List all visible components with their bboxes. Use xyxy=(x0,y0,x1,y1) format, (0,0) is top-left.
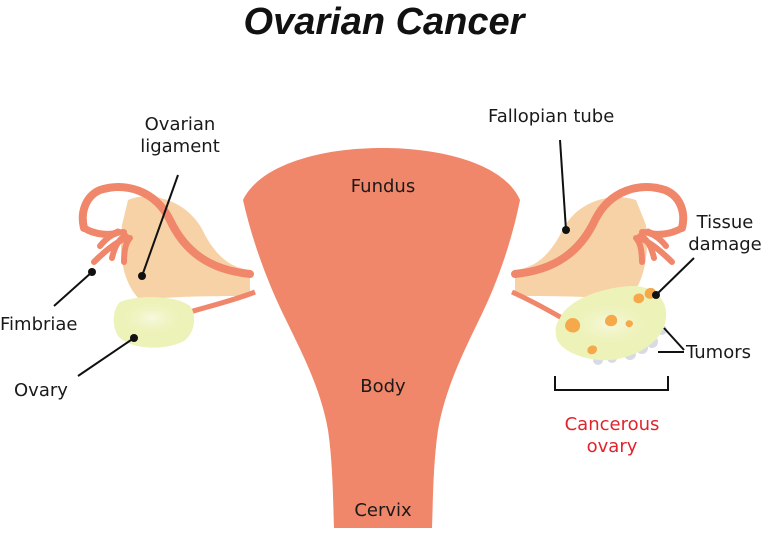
label-tissue-damage-line2: damage xyxy=(688,234,762,255)
label-ovarian-ligament-line2: ligament xyxy=(140,136,220,157)
right-ovarian-ligament-strand xyxy=(510,289,564,321)
label-tissue-damage: Tissue damage xyxy=(682,212,768,256)
leader-dots xyxy=(88,226,660,342)
leader-tumors-1 xyxy=(663,327,685,351)
right-fallopian-tube xyxy=(511,183,688,278)
right-broad-ligament xyxy=(515,197,648,300)
leader-lines xyxy=(53,139,695,391)
label-cancerous-ovary: Cancerous ovary xyxy=(532,414,692,458)
left-fimbriae xyxy=(80,224,133,265)
label-ovarian-ligament: Ovarian ligament xyxy=(120,114,240,158)
cancerous-ovary-bracket xyxy=(554,376,669,391)
label-tissue-damage-line1: Tissue xyxy=(696,212,754,233)
label-fundus: Fundus xyxy=(350,176,416,197)
left-fallopian-tube xyxy=(78,183,254,278)
leader-ovary xyxy=(77,337,135,377)
label-fallopian-tube: Fallopian tube xyxy=(488,106,615,127)
leader-ovarian-ligament xyxy=(141,174,179,277)
label-cancerous-line2: ovary xyxy=(586,436,638,457)
label-cervix: Cervix xyxy=(354,500,412,521)
label-body: Body xyxy=(360,376,406,397)
diagram-title: Ovarian Cancer xyxy=(243,1,525,43)
right-fimbriae xyxy=(633,224,686,265)
leader-fimbriae xyxy=(53,271,93,307)
label-tumors: Tumors xyxy=(686,342,751,363)
leader-tissue-damage xyxy=(655,257,695,296)
left-ovarian-ligament-strand xyxy=(189,289,256,315)
label-ovary: Ovary xyxy=(14,380,68,401)
uterus xyxy=(243,148,520,528)
label-ovarian-ligament-line1: Ovarian xyxy=(144,114,216,135)
label-fimbriae: Fimbriae xyxy=(0,314,78,335)
label-cancerous-line1: Cancerous xyxy=(564,414,660,435)
leader-fallopian-tube xyxy=(559,139,567,231)
